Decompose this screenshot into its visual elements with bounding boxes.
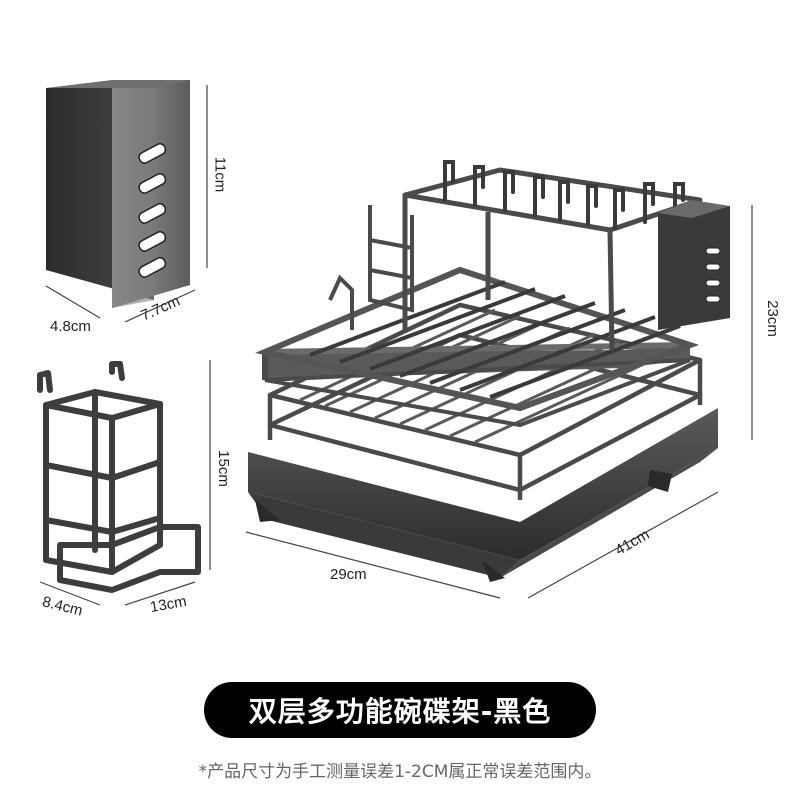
product-title: 双层多功能碗碟架-黑色 bbox=[248, 695, 552, 728]
utensil-holder bbox=[46, 80, 190, 308]
board-rack-height-label: 15cm bbox=[214, 450, 232, 487]
main-dish-rack bbox=[248, 160, 730, 582]
holder-height-label: 11cm bbox=[211, 156, 229, 193]
board-rack-dimension-lines bbox=[39, 360, 211, 606]
board-rack bbox=[37, 361, 201, 593]
measurement-note: *产品尺寸为手工测量误差1-2CM属正常误差范围内。 bbox=[198, 762, 602, 782]
main-rack-height-label: 23cm bbox=[763, 300, 781, 337]
holder-depth-label: 4.8cm bbox=[50, 318, 91, 335]
product-title-banner: 双层多功能碗碟架-黑色 bbox=[204, 682, 596, 738]
main-rack-dimension-lines bbox=[245, 205, 753, 599]
holder-dimension-lines bbox=[45, 85, 208, 323]
main-rack-depth-label: 29cm bbox=[330, 566, 367, 583]
